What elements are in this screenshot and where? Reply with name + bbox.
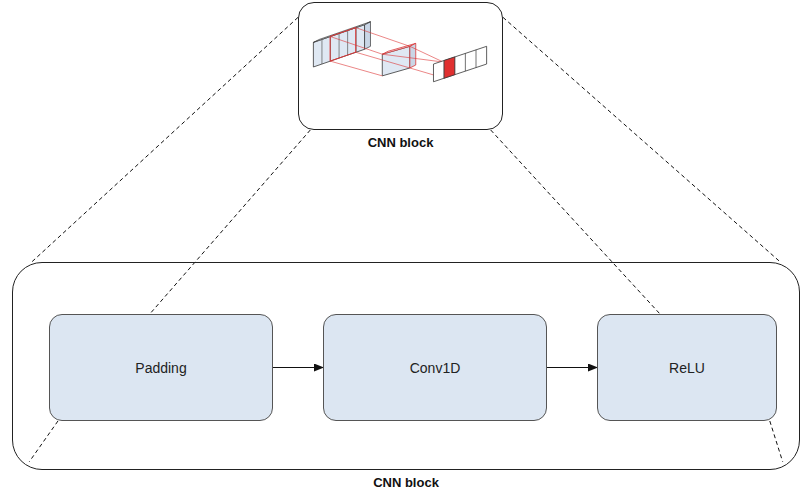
box-label: Conv1D (410, 360, 461, 376)
flow-arrow (547, 367, 597, 368)
process-box: ReLU (597, 314, 777, 421)
cnn-block-frame: CNN blockPaddingConv1DReLU (12, 262, 800, 470)
zoom-line (150, 130, 310, 314)
flow-arrow (273, 367, 323, 368)
process-box: Conv1D (323, 314, 547, 421)
convolution-illustration (299, 3, 502, 129)
zoom-line (770, 421, 783, 462)
cnn-zoom-box: CNN block (298, 2, 503, 130)
block-caption: CNN block (299, 135, 502, 150)
box-label: ReLU (669, 360, 705, 376)
process-box: Padding (49, 314, 273, 421)
zoom-line (503, 17, 780, 262)
zoom-line (491, 130, 660, 314)
block-caption: CNN block (13, 475, 799, 490)
box-label: Padding (135, 360, 186, 376)
zoom-line (32, 17, 298, 262)
zoom-line (29, 421, 58, 462)
